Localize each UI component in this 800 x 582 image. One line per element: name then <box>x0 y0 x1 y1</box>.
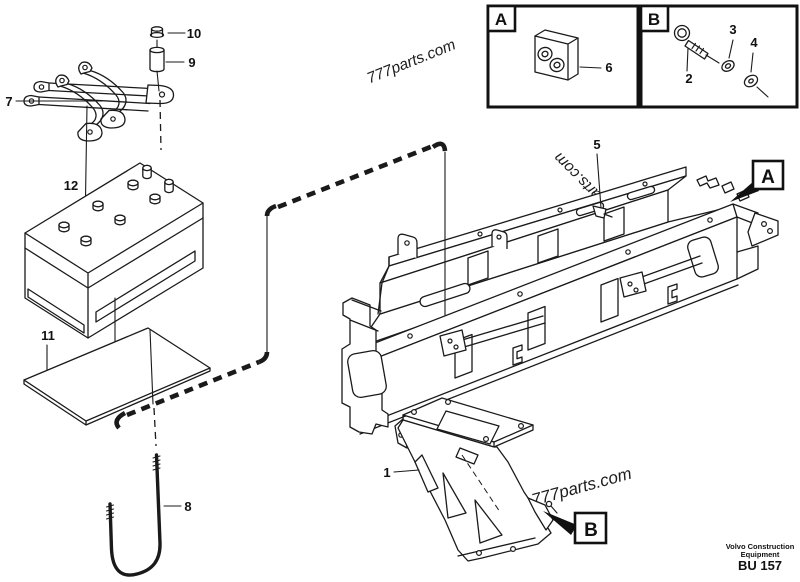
callout-6: 6 <box>579 60 613 75</box>
ubolt-8-drawing <box>105 453 162 577</box>
callout-1: 1 <box>383 465 420 480</box>
spacer-axis-line <box>156 70 160 92</box>
callout-3: 3 <box>728 22 737 59</box>
part-label-4: 4 <box>750 35 758 50</box>
nut-10-drawing <box>149 26 165 39</box>
battery-12-drawing <box>24 162 204 339</box>
mat-axis-line <box>149 329 154 405</box>
ref-label-a: A <box>730 159 785 202</box>
mat-11-drawing <box>23 327 211 426</box>
part-label-11: 11 <box>41 328 55 343</box>
callout-10: 10 <box>167 26 201 41</box>
frame-clip <box>667 283 678 305</box>
part-label-3: 3 <box>729 22 736 37</box>
ref-b-letter: B <box>584 520 598 541</box>
callout-11: 11 <box>41 328 55 371</box>
ref-label-b: B <box>543 500 608 545</box>
inset-b-letter: B <box>648 10 660 29</box>
part-label-5: 5 <box>593 137 600 152</box>
callout-5: 5 <box>593 137 602 209</box>
ref-a-letter: A <box>761 167 775 188</box>
washer-4-drawing <box>743 74 769 98</box>
spacer-axis-dashed <box>159 99 162 151</box>
holddown-bracket-7-drawing <box>23 61 175 142</box>
damper-block-6-drawing <box>534 29 579 81</box>
footer-attribution: Volvo Construction Equipment BU 157 <box>726 542 795 573</box>
callout-4: 4 <box>750 35 758 73</box>
inset-box-a: A 6 <box>486 4 640 109</box>
part-label-8: 8 <box>184 499 191 514</box>
inset-box-b: B 2 3 4 <box>639 4 799 109</box>
battery-post <box>142 164 152 180</box>
watermark-bottom: 777parts.com <box>529 464 633 510</box>
callout-9: 9 <box>165 55 196 70</box>
part-label-6: 6 <box>605 60 612 75</box>
footer-brand-line2: Equipment <box>741 550 780 559</box>
bolt-2-drawing <box>673 24 720 64</box>
footer-brand-line1: Volvo Construction <box>726 542 795 551</box>
assembly-path-dashed-line <box>114 141 448 430</box>
part-label-10: 10 <box>187 26 201 41</box>
inset-a-letter: A <box>495 10 507 29</box>
callout-8: 8 <box>163 499 192 514</box>
support-bracket-1-drawing <box>394 397 554 562</box>
callout-2: 2 <box>685 47 693 86</box>
ref-b-arrow <box>543 511 577 535</box>
part-label-1: 1 <box>383 465 390 480</box>
frame-clip <box>512 344 523 366</box>
spacer-9-drawing <box>149 39 165 73</box>
part-label-9: 9 <box>188 55 195 70</box>
battery-frame-drawing <box>341 166 779 435</box>
part-label-7: 7 <box>5 94 12 109</box>
mat-to-ubolt-dashed <box>153 407 157 447</box>
washer-3-drawing <box>721 60 735 72</box>
battery-caps <box>58 179 161 247</box>
battery-post <box>164 178 174 194</box>
part-label-12: 12 <box>64 178 78 193</box>
callout-7: 7 <box>5 94 103 109</box>
footer-code: BU 157 <box>738 558 782 573</box>
part-label-2: 2 <box>685 71 692 86</box>
watermark-top: 777parts.com <box>365 36 459 87</box>
